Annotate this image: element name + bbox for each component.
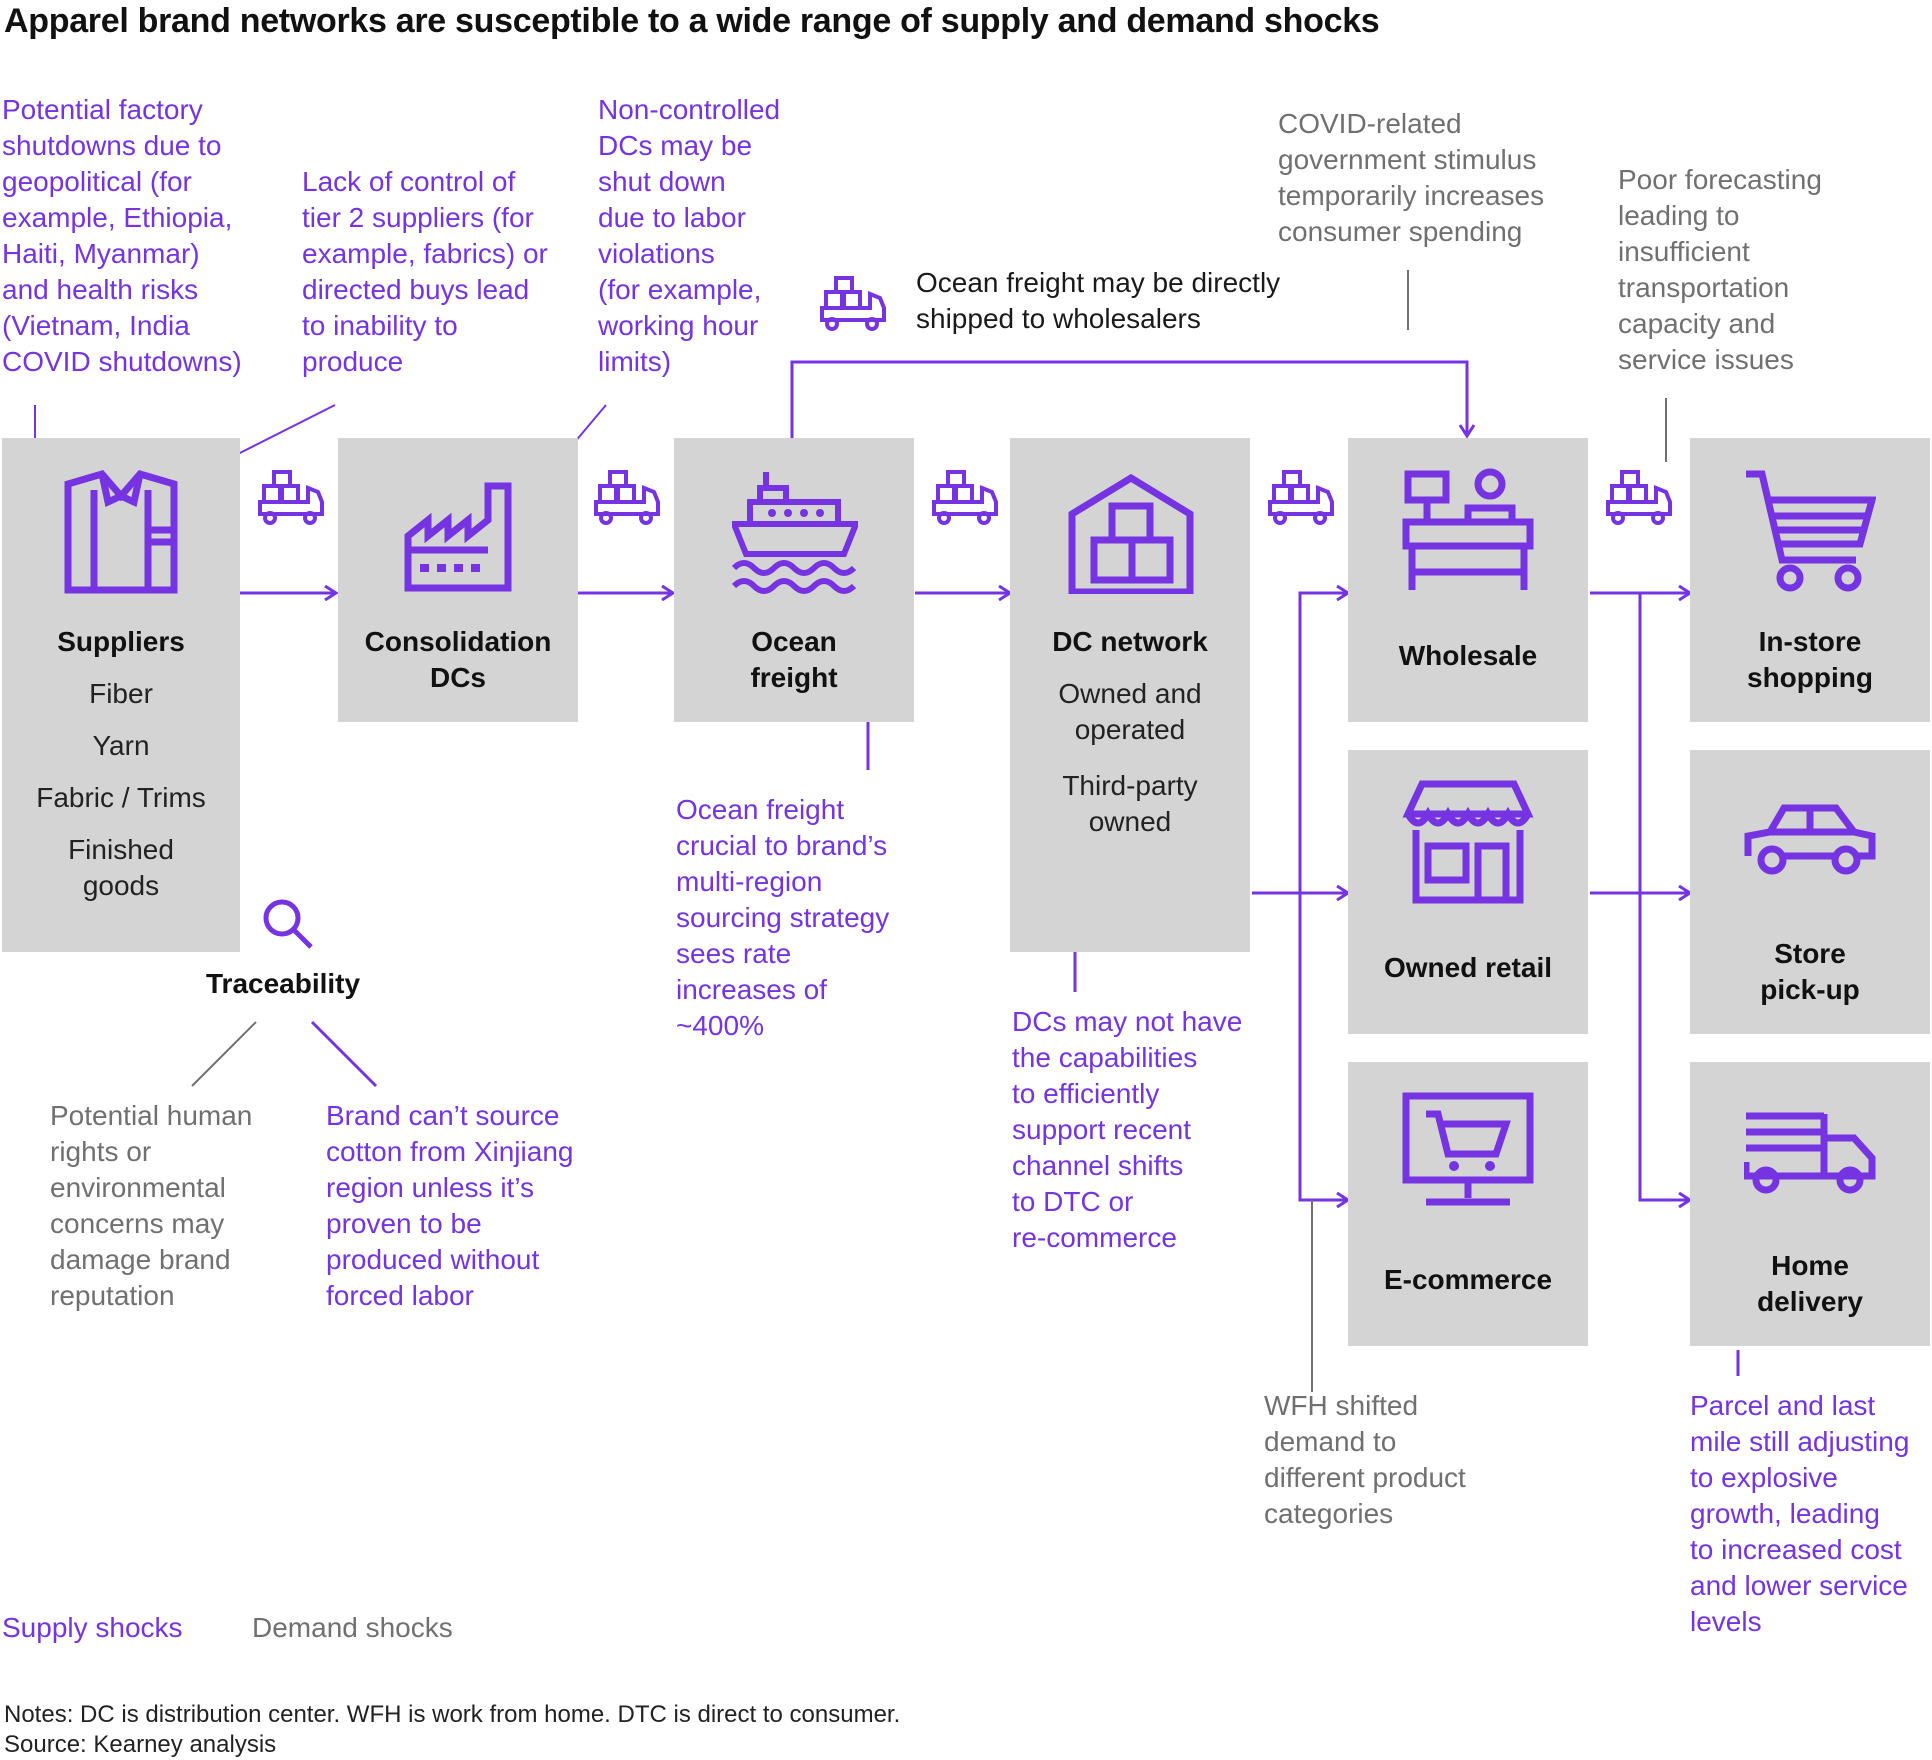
leader-human-rights	[191, 1021, 257, 1087]
truck-boxes-icon	[1268, 470, 1334, 525]
pickup-label: Store pick-up	[1760, 938, 1860, 1005]
traceability-label: Traceability	[206, 968, 361, 999]
shock-covid-stimulus: COVID-related government stimulus tempor…	[1278, 108, 1545, 247]
page-title: Apparel brand networks are susceptible t…	[4, 2, 1380, 40]
source: Source: Kearney analysis	[4, 1731, 277, 1758]
storefront-icon	[1402, 780, 1534, 904]
truck-boxes-icon	[594, 470, 660, 525]
monitor-cart-icon	[1402, 1092, 1534, 1206]
dc-item-owned: Owned and operated	[1058, 678, 1202, 745]
shock-human-rights: Potential human rights or environmental …	[50, 1100, 253, 1311]
node-suppliers: Suppliers Fiber Yarn Fabric / Trims Fini…	[2, 438, 240, 952]
arrow-dc-wholesale	[1298, 593, 1348, 893]
factory-icon	[404, 482, 512, 592]
suppliers-item-fiber: Fiber	[89, 678, 153, 709]
notes: Notes: DC is distribution center. WFH is…	[4, 1701, 901, 1728]
dc-label: DC network	[1052, 626, 1208, 657]
ecommerce-label: E-commerce	[1383, 1264, 1553, 1295]
arrow-ocean-wholesale-direct	[790, 360, 1467, 438]
truck-boxes-icon	[258, 470, 324, 525]
legend-supply-shocks: Supply shocks	[2, 1612, 183, 1643]
shock-noncontrolled-dcs: Non-controlled DCs may be shut down due …	[598, 94, 781, 377]
dc-item-third-party: Third-party owned	[1062, 770, 1198, 837]
shock-wfh-demand: WFH shifted demand to different product …	[1264, 1390, 1466, 1529]
node-consolidation-dcs: Consolidation DCs	[338, 438, 578, 722]
arrow-dc-ecommerce	[1298, 893, 1348, 1200]
suppliers-item-fabric: Fabric / Trims	[36, 782, 206, 813]
ship-icon	[732, 472, 858, 594]
node-ocean-freight: Ocean freight	[674, 438, 914, 722]
ocean-label: Ocean freight	[750, 626, 838, 693]
consolidation-label: Consolidation DCs	[364, 626, 552, 693]
wholesale-counter-icon	[1402, 468, 1534, 590]
node-instore-shopping: In-store shopping	[1690, 438, 1930, 722]
node-ecommerce: E-commerce	[1348, 1062, 1588, 1346]
shock-ocean-rate: Ocean freight crucial to brand’s multi-r…	[676, 794, 890, 1041]
shirt-icon	[64, 470, 178, 594]
node-home-delivery: Home delivery	[1690, 1062, 1930, 1346]
truck-boxes-icon	[932, 470, 998, 525]
shock-parcel-last-mile: Parcel and last mile still adjusting to …	[1690, 1390, 1910, 1637]
leader-xinjiang	[310, 1020, 378, 1088]
instore-label: In-store shopping	[1747, 626, 1873, 693]
truck-boxes-icon	[820, 276, 886, 331]
direct-ship-note: Ocean freight may be directly shipped to…	[916, 267, 1281, 334]
owned-retail-label: Owned retail	[1383, 952, 1553, 983]
shock-xinjiang-cotton: Brand can’t source cotton from Xinjiang …	[326, 1100, 574, 1311]
shock-dc-capabilities: DCs may not have the capabilities to eff…	[1012, 1006, 1243, 1253]
truck-boxes-icon	[1606, 470, 1672, 525]
node-store-pickup: Store pick-up	[1690, 750, 1930, 1034]
arrow-to-home-delivery	[1638, 593, 1690, 1200]
home-delivery-label: Home delivery	[1757, 1250, 1863, 1317]
node-wholesale: Wholesale	[1348, 438, 1588, 722]
suppliers-item-finished-goods: Finished goods	[68, 834, 174, 901]
shopping-cart-icon	[1746, 470, 1876, 592]
magnifier-icon	[263, 899, 313, 949]
shock-poor-forecasting: Poor forecasting leading to insufficient…	[1618, 164, 1822, 375]
warehouse-icon	[1068, 474, 1194, 594]
shock-tier2-suppliers: Lack of control of tier 2 suppliers (for…	[302, 166, 548, 377]
car-icon	[1744, 804, 1876, 875]
shock-factory-shutdowns: Potential factory shutdowns due to geopo…	[2, 94, 242, 377]
wholesale-label: Wholesale	[1398, 640, 1538, 671]
node-dc-network: DC network Owned and operated Third-part…	[1010, 438, 1250, 952]
suppliers-label: Suppliers	[57, 626, 185, 657]
delivery-truck-icon	[1744, 1112, 1876, 1194]
legend-demand-shocks: Demand shocks	[252, 1612, 453, 1643]
node-owned-retail: Owned retail	[1348, 750, 1588, 1034]
suppliers-item-yarn: Yarn	[92, 730, 150, 761]
